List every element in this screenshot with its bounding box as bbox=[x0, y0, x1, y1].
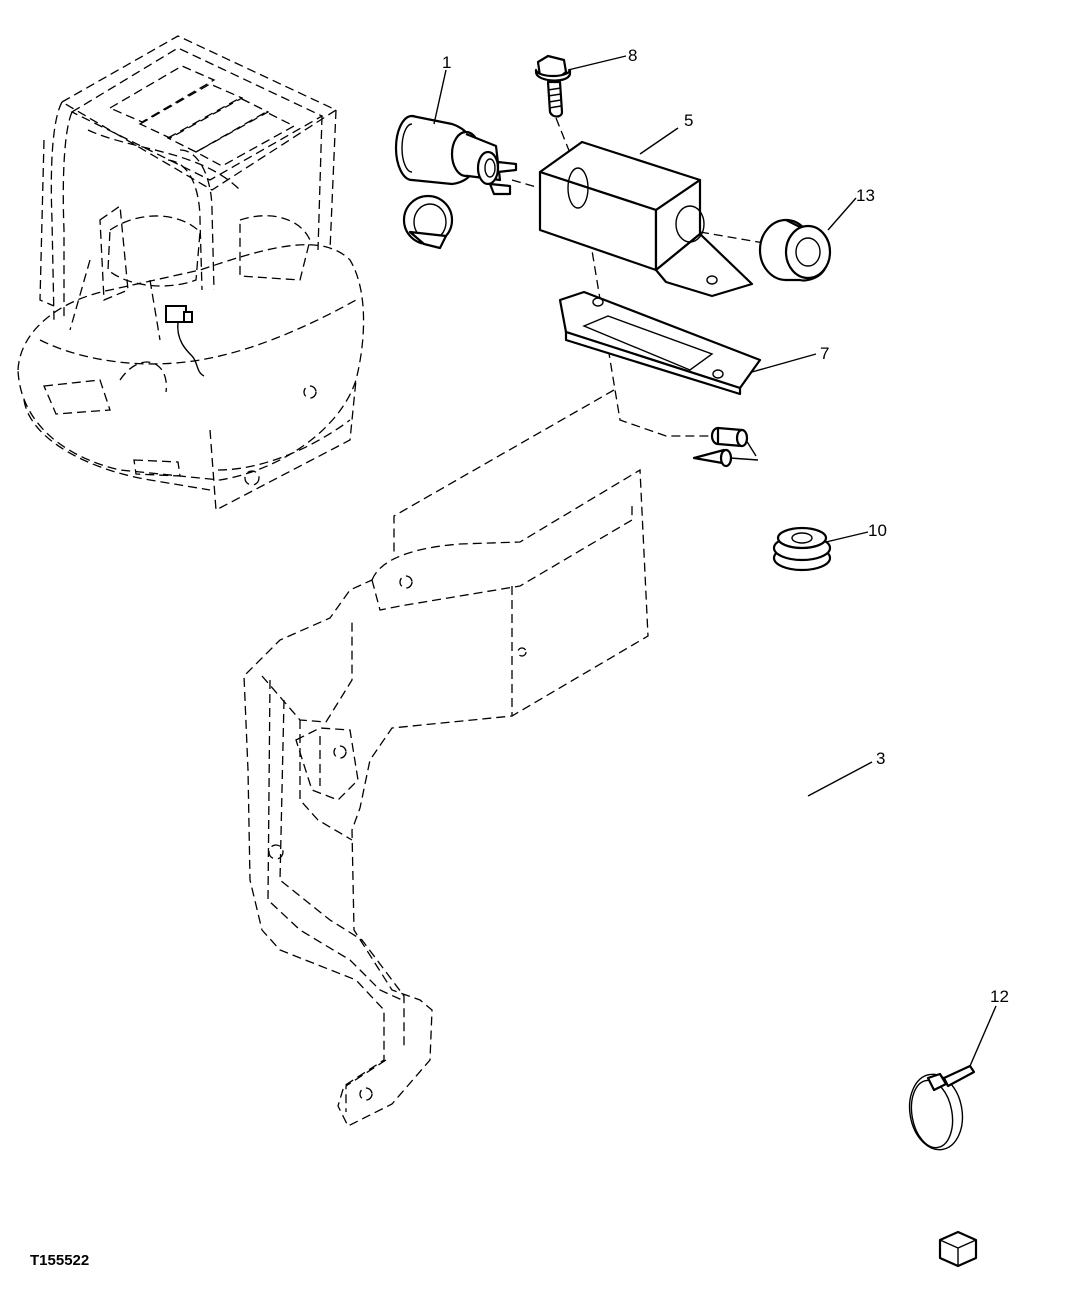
alignment-line bbox=[699, 231, 771, 245]
outlet-bracket bbox=[538, 140, 754, 298]
cap-screw bbox=[534, 54, 572, 118]
leader-lines bbox=[433, 55, 997, 1067]
grommet-ring bbox=[772, 526, 832, 572]
grommet bbox=[758, 218, 832, 282]
callout-8: 8 bbox=[628, 46, 637, 65]
wiring-harness bbox=[692, 426, 1038, 1268]
plate bbox=[558, 290, 762, 396]
callout-12: 12 bbox=[990, 987, 1009, 1006]
mounting-bracket-icon bbox=[243, 389, 649, 1127]
callout-3: 3 bbox=[876, 749, 885, 768]
callout-1: 1 bbox=[442, 53, 451, 72]
power-outlet-socket bbox=[394, 114, 518, 250]
figure-id: T155522 bbox=[30, 1252, 89, 1269]
alignment-line bbox=[511, 179, 541, 189]
excavator-icon bbox=[17, 35, 365, 512]
callout-10: 10 bbox=[868, 521, 887, 540]
callout-labels: 1 8 5 13 7 10 3 12 bbox=[442, 46, 1009, 1006]
callout-13: 13 bbox=[856, 186, 875, 205]
cable-tie bbox=[908, 1064, 976, 1151]
callout-7: 7 bbox=[820, 344, 829, 363]
callout-5: 5 bbox=[684, 111, 693, 130]
